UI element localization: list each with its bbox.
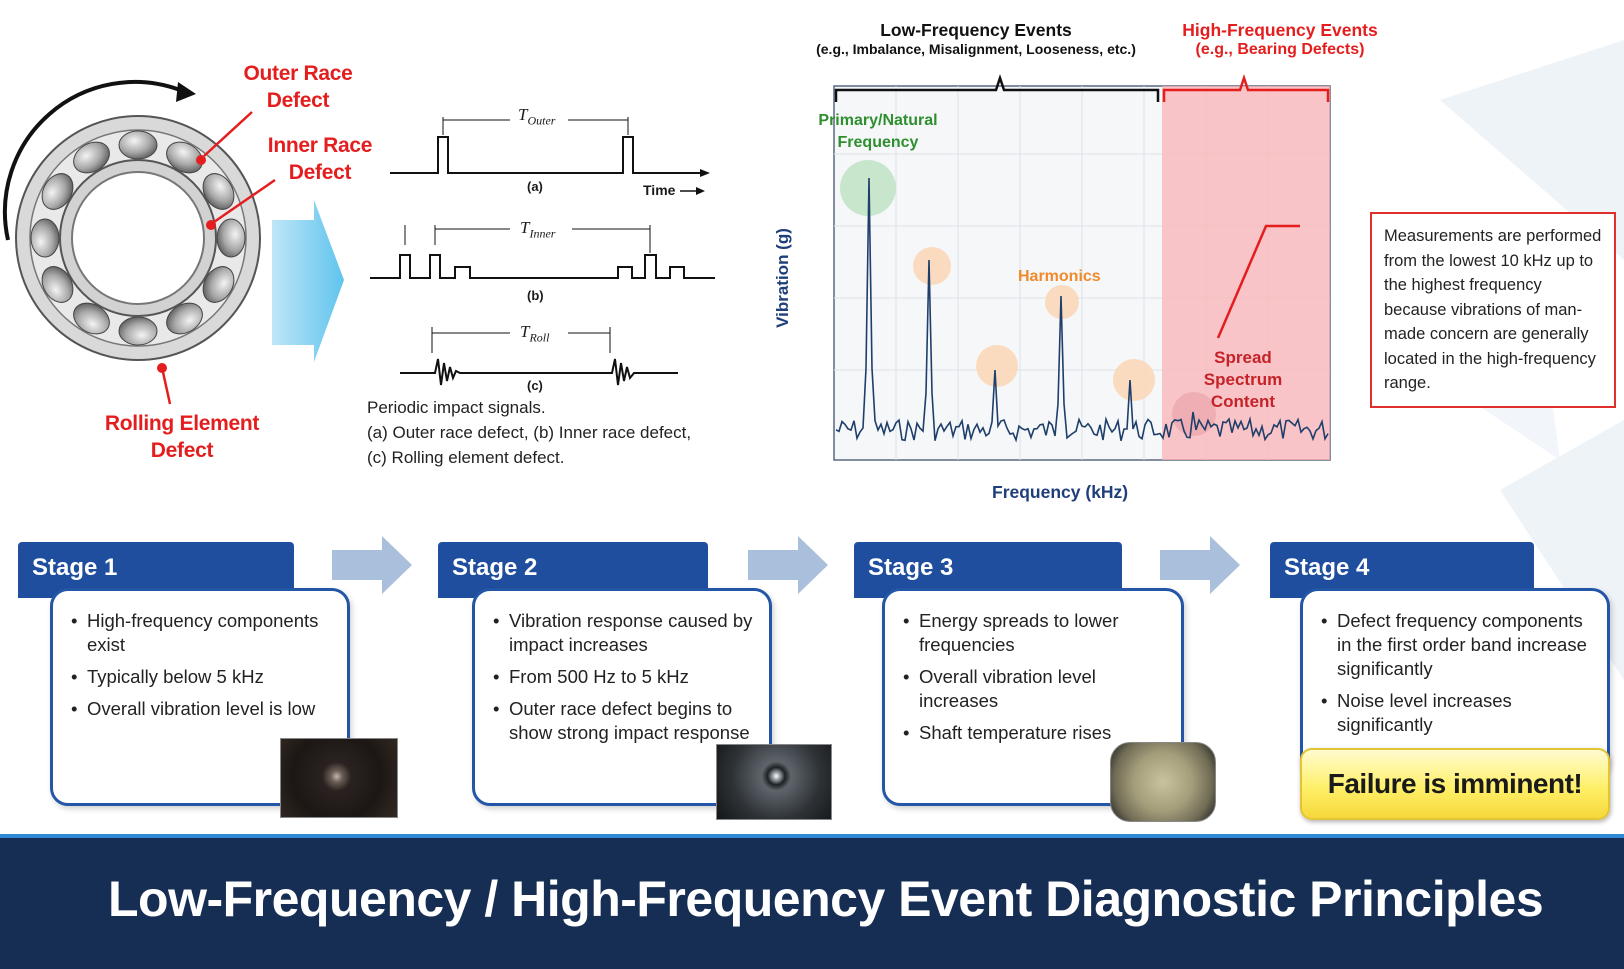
stage-2-bullet: Vibration response caused by impact incr… (491, 609, 753, 657)
flow-arrow-icon (272, 200, 344, 362)
label-a: (a) (527, 179, 543, 194)
banner-accent-strip (0, 834, 1624, 840)
note-pointer (1216, 224, 1300, 339)
spectrum-chart (833, 74, 1331, 461)
stage-3-bullet: Shaft temperature rises (901, 721, 1165, 745)
t-roll-label: TRoll (520, 322, 550, 345)
impact-signals-diagram (370, 117, 715, 386)
stage-3-photo (1110, 742, 1216, 822)
x-axis-label: Frequency (kHz) (992, 482, 1129, 502)
stage-3-to-4-arrow-icon (1160, 536, 1240, 594)
high-frequency-brace (1162, 74, 1330, 102)
harmonics-label: Harmonics (1018, 268, 1101, 285)
page-title: Low-Frequency / High-Frequency Event Dia… (108, 871, 1544, 927)
stage-4-card: Defect frequency components in the first… (1300, 588, 1610, 778)
stage-4-bullet: Noise level increases significantly (1319, 689, 1591, 737)
stage-1-to-2-arrow-icon (332, 536, 412, 594)
stage-2-photo (716, 744, 832, 820)
y-axis-label: Vibration (g) (773, 228, 792, 328)
signals-caption: Periodic impact signals. (a) Outer race … (367, 398, 692, 467)
title-banner (0, 838, 1624, 969)
high-frequency-title: High-Frequency Events (e.g., Bearing Def… (1182, 20, 1378, 58)
stage-1-bullet: Typically below 5 kHz (69, 665, 331, 689)
stage-4-bullet: Defect frequency components in the first… (1319, 609, 1591, 681)
time-axis-label: Time (643, 182, 676, 198)
stage-3-bullet: Overall vibration level increases (901, 665, 1165, 713)
low-frequency-title: Low-Frequency Events (e.g., Imbalance, M… (816, 20, 1136, 57)
stage-1-bullet: High-frequency components exist (69, 609, 331, 657)
label-c: (c) (527, 378, 543, 393)
stage-1-bullet: Overall vibration level is low (69, 697, 331, 721)
defect-pointers (157, 111, 276, 405)
stage-2-bullet: Outer race defect begins to show strong … (491, 697, 753, 745)
stage-1-photo (280, 738, 398, 818)
stage-3-bullet: Energy spreads to lower frequencies (901, 609, 1165, 657)
measurement-note: Measurements are performed from the lowe… (1370, 212, 1616, 408)
failure-warning-badge: Failure is imminent! (1300, 748, 1610, 820)
rotation-arrow-icon (2, 79, 181, 241)
spectrum-line (835, 177, 1329, 443)
stage-2-card: Vibration response caused by impact incr… (472, 588, 772, 806)
primary-peak-highlight (840, 160, 896, 216)
t-inner-label: TInner (520, 218, 556, 241)
label-b: (b) (527, 288, 544, 303)
stage-2-to-3-arrow-icon (748, 536, 828, 594)
low-frequency-brace (834, 74, 1160, 102)
stage-2-bullet: From 500 Hz to 5 kHz (491, 665, 753, 689)
bearing-diagram (2, 79, 261, 361)
t-outer-label: TOuter (518, 105, 556, 128)
stage-3-card: Energy spreads to lower frequencies Over… (882, 588, 1184, 806)
